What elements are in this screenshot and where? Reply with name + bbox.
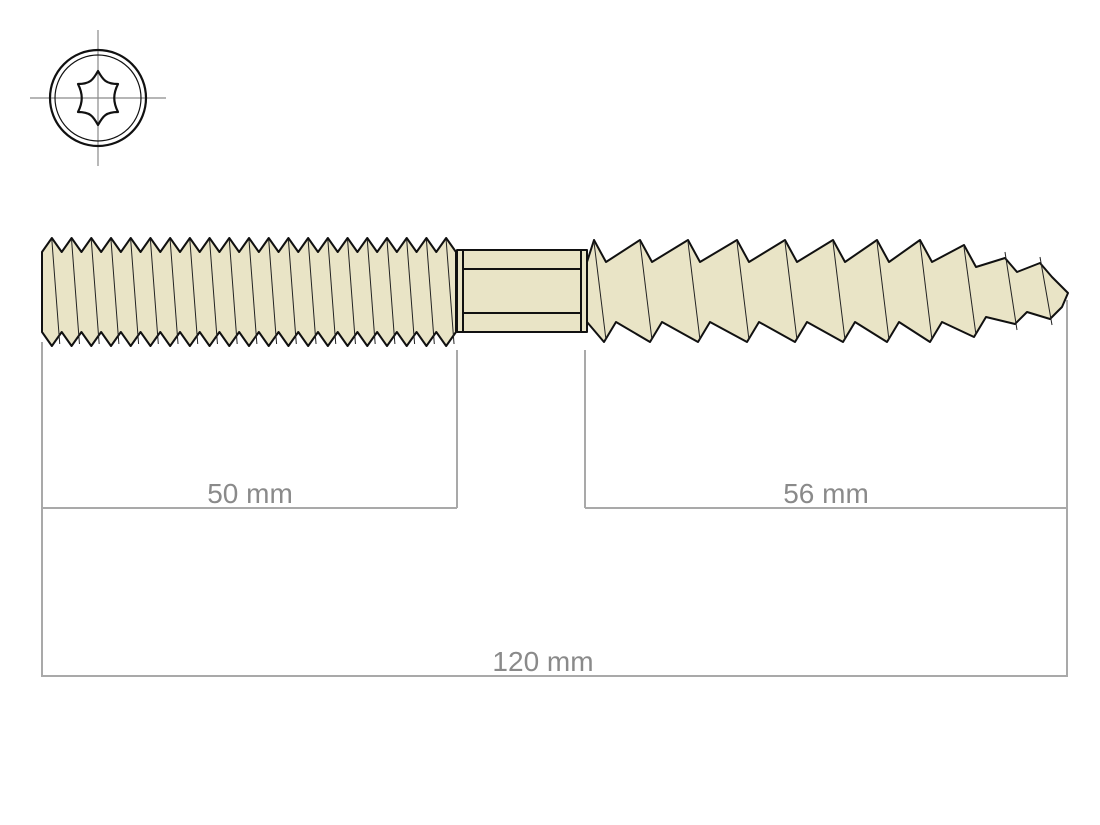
machine-thread-flank bbox=[366, 239, 376, 345]
torx-star-icon bbox=[76, 69, 120, 127]
wood-thread-length-label: 56 mm bbox=[783, 478, 869, 509]
wood-thread-section bbox=[586, 239, 1069, 343]
machine-thread-flank bbox=[110, 239, 120, 345]
machine-thread-flank bbox=[71, 239, 80, 345]
hex-collar bbox=[456, 249, 588, 333]
machine-thread-flank bbox=[169, 239, 179, 345]
machine-thread-flank bbox=[268, 239, 278, 345]
machine-thread-flank bbox=[189, 239, 199, 345]
wood-thread-flank bbox=[963, 246, 977, 336]
machine-thread-flank bbox=[149, 239, 159, 345]
dimension-lines bbox=[41, 300, 1068, 677]
wood-thread-flank bbox=[639, 241, 653, 341]
wood-thread-flank bbox=[832, 241, 846, 341]
wood-thread-flank bbox=[736, 241, 750, 341]
machine-thread-flank bbox=[406, 239, 416, 345]
wood-thread-flank bbox=[784, 241, 798, 341]
machine-thread-flank bbox=[445, 239, 455, 345]
head-outer-circle bbox=[48, 48, 148, 148]
head-inner-circle bbox=[54, 54, 142, 142]
machine-thread-flank bbox=[327, 239, 337, 345]
machine-thread-flank bbox=[425, 239, 435, 345]
machine-thread-flank bbox=[347, 239, 356, 345]
machine-thread-flank bbox=[307, 239, 317, 345]
wood-thread-flank bbox=[1039, 256, 1053, 326]
wood-thread-flank bbox=[876, 241, 890, 341]
machine-thread-flank bbox=[287, 239, 297, 345]
machine-thread-length-label: 50 mm bbox=[207, 478, 293, 509]
total-length-label: 120 mm bbox=[492, 646, 593, 677]
machine-thread-section bbox=[41, 237, 457, 347]
machine-thread-flank bbox=[248, 239, 258, 345]
machine-thread-flank bbox=[386, 239, 396, 345]
wood-thread-flank bbox=[593, 241, 607, 341]
wood-thread-flank bbox=[687, 241, 701, 341]
wood-thread-flank bbox=[919, 241, 933, 341]
machine-thread-flank bbox=[51, 239, 61, 345]
machine-thread-flank bbox=[90, 239, 100, 345]
machine-thread-flank bbox=[228, 239, 238, 345]
machine-thread-flank bbox=[209, 239, 218, 345]
wood-thread-flank bbox=[1004, 251, 1018, 331]
drive-end-view bbox=[30, 30, 166, 166]
machine-thread-flank bbox=[130, 239, 140, 345]
wood-thread-outline bbox=[586, 239, 1069, 343]
